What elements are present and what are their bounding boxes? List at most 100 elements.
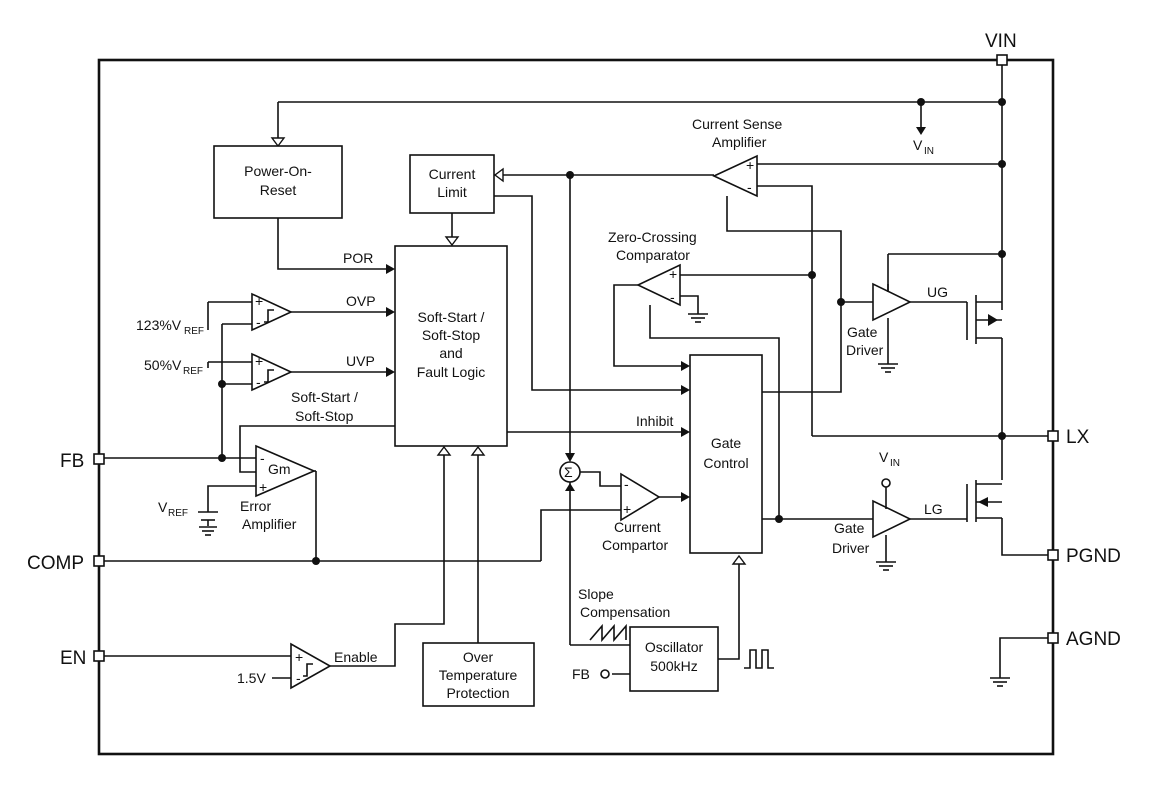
svg-text:Compartor: Compartor — [602, 537, 668, 553]
svg-text:+: + — [623, 501, 631, 517]
pin-fb: FB — [60, 451, 105, 472]
svg-text:Over: Over — [463, 649, 494, 665]
svg-text:AGND: AGND — [1066, 629, 1121, 650]
svg-text:and: and — [439, 345, 462, 361]
power-on-reset-block: Power-On- Reset — [213, 145, 343, 219]
svg-text:Temperature: Temperature — [439, 667, 518, 683]
svg-text:Error: Error — [240, 498, 271, 514]
svg-text:Gate: Gate — [847, 324, 878, 340]
svg-text:50%V: 50%V — [144, 357, 182, 373]
svg-text:Soft-Stop: Soft-Stop — [295, 408, 354, 424]
svg-text:Power-On-: Power-On- — [244, 163, 312, 179]
svg-text:Comparator: Comparator — [616, 247, 690, 263]
svg-text:+: + — [259, 479, 267, 495]
svg-text:Oscillator: Oscillator — [645, 639, 704, 655]
svg-text:Gm: Gm — [268, 461, 291, 477]
svg-text:FB: FB — [572, 666, 590, 682]
svg-text:+: + — [255, 353, 263, 369]
svg-text:EN: EN — [60, 648, 86, 669]
comp-net — [104, 509, 621, 565]
svg-text:1.5V: 1.5V — [237, 670, 266, 686]
svg-text:UG: UG — [927, 284, 948, 300]
error-amplifier: - + Gm Error Amplifier — [240, 444, 317, 561]
svg-text:IN: IN — [924, 146, 934, 157]
svg-text:OVP: OVP — [346, 293, 376, 309]
pin-en: EN — [60, 648, 105, 669]
chip-outline — [97, 58, 1055, 756]
svg-text:-: - — [747, 179, 752, 195]
svg-text:Enable: Enable — [334, 649, 378, 665]
svg-text:+: + — [669, 266, 677, 282]
svg-text:-: - — [670, 289, 675, 305]
svg-text:Gate: Gate — [711, 435, 742, 451]
svg-text:Limit: Limit — [437, 184, 467, 200]
vin-rail — [270, 65, 1006, 310]
pin-vin: VIN — [985, 31, 1017, 66]
ovp-comparator: + - OVP — [208, 292, 395, 332]
svg-text:UVP: UVP — [346, 353, 375, 369]
uvp-reference: 50%V REF — [144, 357, 209, 377]
svg-text:-: - — [260, 450, 265, 466]
agnd-ground — [990, 637, 1048, 687]
pin-pgnd: PGND — [1047, 546, 1121, 567]
svg-text:PGND: PGND — [1066, 546, 1121, 567]
svg-text:500kHz: 500kHz — [650, 658, 697, 674]
svg-text:-: - — [624, 476, 629, 492]
svg-text:Amplifier: Amplifier — [242, 516, 297, 532]
svg-text:FB: FB — [60, 451, 84, 472]
current-limit-feed — [494, 195, 690, 395]
svg-text:Amplifier: Amplifier — [712, 134, 767, 150]
vref-source: V REF — [158, 485, 256, 536]
ovp-reference: 123%V REF — [136, 302, 209, 337]
high-side-mosfet — [975, 295, 1003, 480]
gate-control-block: Gate Control — [689, 354, 763, 554]
inhibit-signal: Inhibit — [507, 413, 690, 437]
svg-text:V: V — [158, 499, 168, 515]
softstart-signal: Soft-Start / Soft-Stop — [239, 389, 395, 473]
svg-text:Soft-Start /: Soft-Start / — [418, 309, 485, 325]
softstart-fault-logic-block: Soft-Start / Soft-Stop and Fault Logic — [394, 245, 508, 447]
svg-text:Current: Current — [614, 519, 661, 535]
enable-comparator: + - 1.5V Enable — [104, 445, 452, 690]
svg-text:V: V — [913, 137, 923, 153]
sawtooth-waveform-icon — [589, 623, 627, 643]
over-temperature-protection-block: Over Temperature Protection — [422, 445, 535, 707]
pin-agnd: AGND — [1047, 629, 1121, 650]
svg-text:Protection: Protection — [446, 685, 509, 701]
svg-text:Inhibit: Inhibit — [636, 413, 673, 429]
clock-waveform-icon — [744, 649, 774, 669]
svg-text:VIN: VIN — [985, 31, 1017, 52]
lx-net — [812, 432, 1048, 440]
svg-text:Driver: Driver — [832, 540, 870, 556]
svg-text:Driver: Driver — [846, 342, 884, 358]
low-side-mosfet — [966, 480, 1048, 556]
svg-text:+: + — [255, 293, 263, 309]
svg-text:Soft-Start /: Soft-Start / — [291, 389, 358, 405]
svg-text:IN: IN — [890, 458, 900, 469]
lower-gate-drive: LG Gate Driver V IN — [762, 449, 967, 571]
svg-text:-: - — [256, 374, 261, 390]
svg-text:Σ: Σ — [564, 464, 573, 480]
svg-text:Slope: Slope — [578, 586, 614, 602]
current-limit-block: Current Limit — [409, 154, 495, 247]
svg-text:Current: Current — [429, 166, 476, 182]
svg-text:-: - — [296, 670, 301, 686]
uvp-comparator: + - UVP — [208, 352, 395, 392]
svg-text:REF: REF — [168, 508, 188, 519]
current-comparator: - + Current Compartor — [602, 472, 690, 553]
vin-label-top: V IN — [913, 137, 934, 157]
svg-text:Gate: Gate — [834, 520, 865, 536]
fb-net — [104, 324, 256, 462]
svg-text:Fault Logic: Fault Logic — [417, 364, 485, 380]
oscillator-block: Oscillator 500kHz FB — [570, 554, 747, 692]
current-sense-amplifier: + - Current Sense Amplifier — [493, 116, 842, 436]
svg-text:-: - — [256, 314, 261, 330]
svg-text:Control: Control — [703, 455, 748, 471]
svg-text:Current Sense: Current Sense — [692, 116, 782, 132]
svg-text:+: + — [295, 649, 303, 665]
zero-crossing-comparator: + - Zero-Crossing Comparator — [608, 229, 816, 519]
svg-text:Zero-Crossing: Zero-Crossing — [608, 229, 697, 245]
svg-text:REF: REF — [183, 366, 203, 377]
svg-text:Soft-Stop: Soft-Stop — [422, 327, 481, 343]
